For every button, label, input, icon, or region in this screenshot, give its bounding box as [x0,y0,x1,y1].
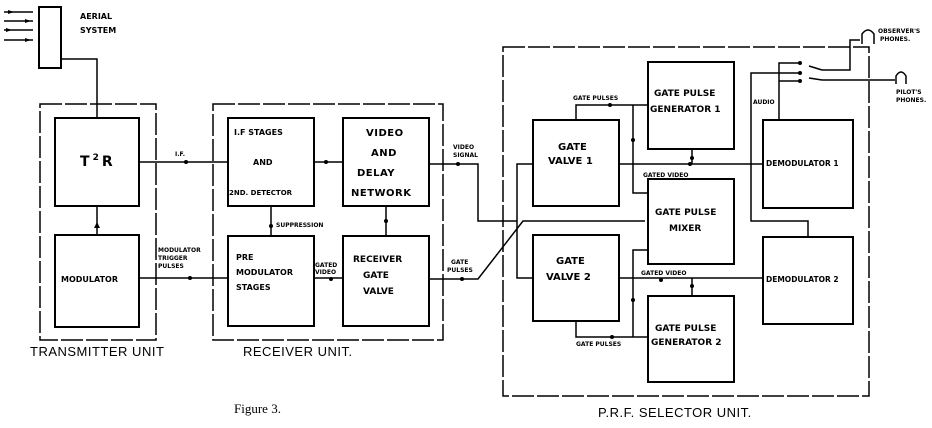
t2r-block [54,117,140,207]
gated-video-1-label: GATED VIDEO [643,172,688,179]
demod-2-block [762,236,854,325]
gpg1-label-2: GENERATOR 1 [650,105,721,115]
gated-video-2-label: GATED VIDEO [641,270,686,277]
figure-caption: Figure 3. [234,401,281,416]
prf-unit-border [502,46,870,397]
if-signal-label: I.F. [175,151,185,158]
video-signal-label-2: SIGNAL [453,152,478,159]
pilot-headphones-icon [895,71,907,84]
gpg1-block [647,61,735,150]
gated-video-rx-2: VIDEO [315,269,336,276]
gate-pulses-top-label: GATE PULSES [573,95,618,102]
gv1-label-1: GATE [558,142,587,153]
demod1-label: DEMODULATOR 1 [766,159,839,168]
gate-valve-1-block [532,119,620,207]
pre-mod-label-2: MODULATOR [236,268,293,277]
gv2-label-1: GATE [556,256,585,267]
observer-label-2: PHONES. [880,36,910,43]
gate-pulses-rx-2: PULSES [447,267,473,274]
observer-wire [822,39,860,71]
video-delay-label-4: NETWORK [351,188,412,199]
modulator-block [54,234,140,328]
suppression-label: SUPPRESSION [276,222,323,229]
receiver-unit-border [212,103,444,341]
gated-video-rx-1: GATED [315,262,337,269]
video-delay-label-2: AND [371,148,397,159]
pilot-label-1: PILOT'S [896,89,922,96]
if-stages-block [227,117,315,207]
gv1-label-2: VALVE 1 [548,156,593,167]
gpg1-label-1: GATE PULSE [654,89,715,99]
rx-gate-label-1: RECEIVER [353,255,402,265]
mod-trigger-label-3: PULSES [158,263,184,270]
aerial-system: AERIAL SYSTEM [4,6,116,118]
pre-mod-label-3: STAGES [236,283,271,292]
gp-mixer-block [647,178,735,265]
mixer-label-2: MIXER [669,224,701,234]
gate-pulses-bottom-wire [575,321,648,338]
gpg2-label-1: GATE PULSE [655,324,716,334]
receiver-unit-title: RECEIVER UNIT. [243,344,353,359]
gate-pulses-top-wire [575,104,648,120]
gate-pulses-wire [429,220,645,280]
mod-trigger-label-1: MODULATOR [158,247,201,254]
aerial-label-2: SYSTEM [80,26,116,35]
rx-gate-label-3: VALVE [363,287,394,297]
if-stages-label-1: I.F STAGES [234,128,283,137]
transmitter-unit-title: TRANSMITTER UNIT [30,344,164,359]
selector-switch-icon [808,65,823,81]
gv2-label-2: VALVE 2 [546,272,591,283]
mod-trigger-label-2: TRIGGER [158,255,188,262]
if-stages-label-2: AND [253,158,273,167]
pre-modulator-block [227,235,315,327]
video-signal-label-1: VIDEO [453,144,474,151]
video-signal-wire [429,163,517,222]
observer-headphones-icon [861,29,875,44]
rx-gate-label-2: GATE [363,271,389,281]
demod-1-block [762,119,854,209]
video-delay-label-3: DELAY [357,168,395,179]
modulator-label: MODULATOR [61,275,118,284]
gpg2-block [647,295,735,383]
pre-mod-label-1: PRE [236,253,254,262]
prf-unit-title: P.R.F. SELECTOR UNIT. [598,405,752,420]
transmitter-unit-border [39,103,157,341]
gate-pulses-bottom-label: GATE PULSES [576,341,621,348]
demod2-label: DEMODULATOR 2 [766,275,839,284]
video-delay-block [342,117,430,207]
pilot-label-2: PHONES. [896,97,926,104]
demod2-audio-wire [750,72,809,237]
aerial-label-1: AERIAL [80,12,112,21]
aerial-arrows-icon [4,10,33,42]
receiver-unit: I.F STAGES AND 2ND. DETECTOR VIDEO AND D… [212,103,444,359]
gate-pulses-rx-1: GATE [451,259,468,266]
aerial-feed-wire [61,58,98,118]
demod1-audio-wire [778,62,800,120]
mixer-label-1: GATE PULSE [655,208,716,218]
receiver-gate-block [342,235,430,327]
aerial-block [38,6,62,69]
audio-label: AUDIO [753,99,775,106]
gpg2-label-2: GENERATOR 2 [651,338,722,348]
if-stages-label-3: 2ND. DETECTOR [229,189,293,197]
observer-label-1: OBSERVER'S [878,28,920,35]
video-delay-label-1: VIDEO [366,128,404,139]
prf-selector-unit: GATE VALVE 1 GATE VALVE 2 GATE PULSE GEN… [502,39,895,420]
